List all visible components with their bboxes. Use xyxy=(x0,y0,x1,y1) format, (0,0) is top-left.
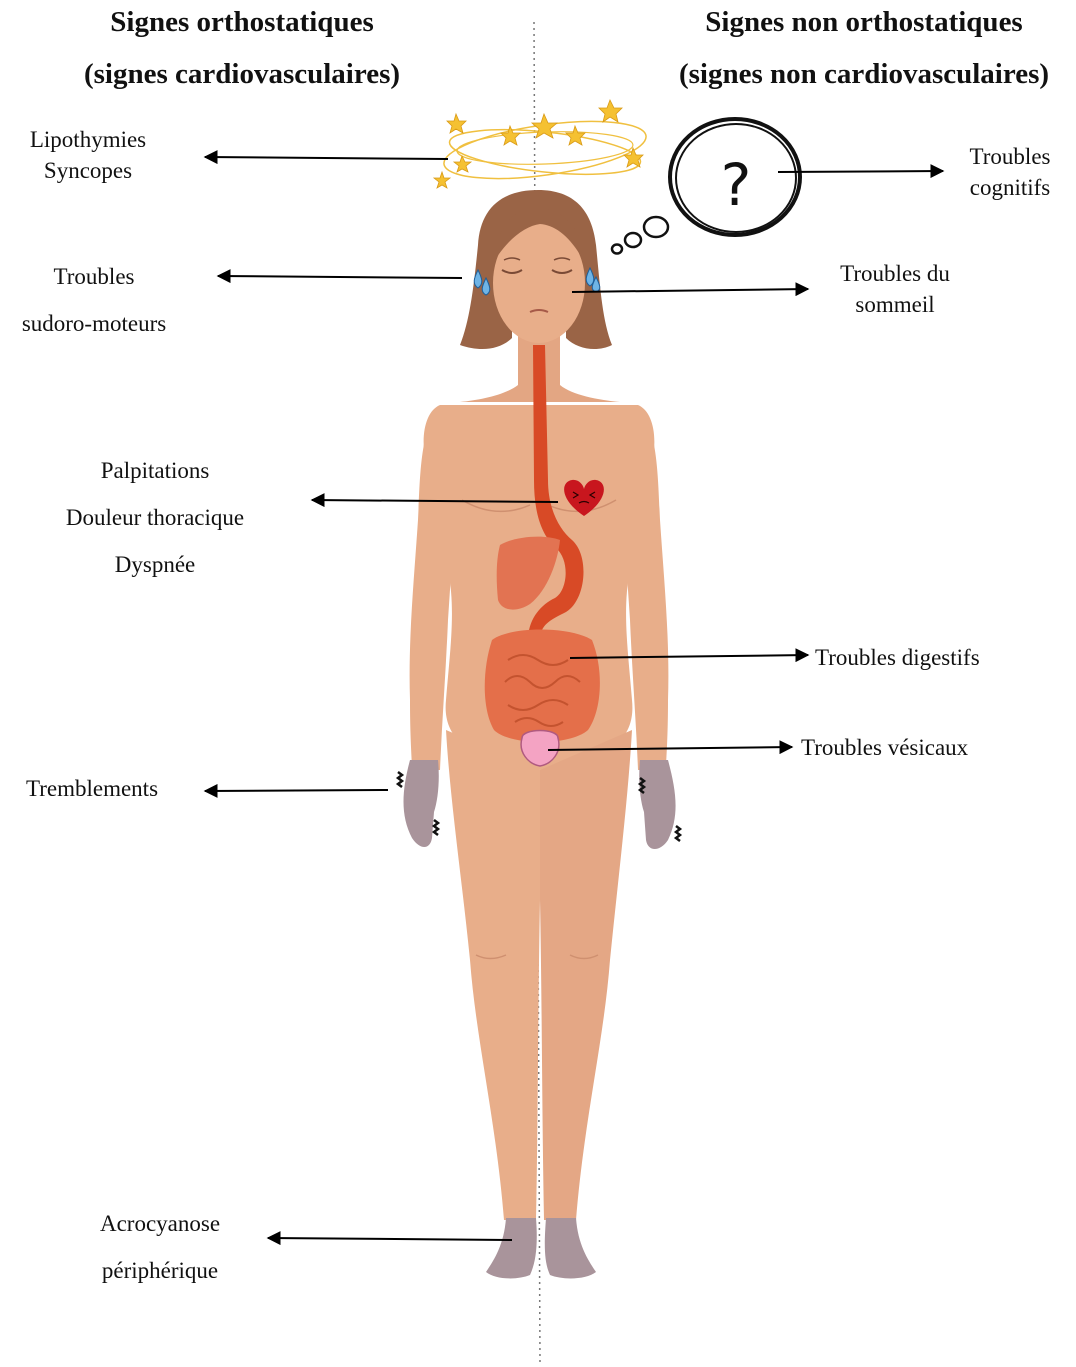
thought-dot-medium xyxy=(625,233,641,247)
label-sudoro-moteurs: sudoro-moteurs xyxy=(22,312,166,335)
tremor-mark-icon xyxy=(676,826,680,841)
label-troubles-sommeil-line2: sommeil xyxy=(855,293,934,316)
label-syncopes: Syncopes xyxy=(44,159,132,182)
left-leg xyxy=(446,730,540,1220)
tremor-mark-icon xyxy=(398,772,402,787)
right-leg xyxy=(540,730,632,1220)
label-troubles-sommeil-line1: Troubles du xyxy=(840,262,950,285)
left-hand xyxy=(404,760,439,847)
thought-dot-small xyxy=(612,245,622,254)
right-foot xyxy=(545,1218,596,1278)
left-header-subtitle: (signes cardiovasculaires) xyxy=(84,60,400,89)
right-hand xyxy=(639,760,675,849)
question-mark: ? xyxy=(721,151,752,219)
star-icon xyxy=(566,126,585,145)
label-lipothymies: Lipothymies xyxy=(30,128,146,151)
label-acrocyanose: Acrocyanose xyxy=(100,1212,220,1235)
label-troubles-cognitifs-line2: cognitifs xyxy=(970,176,1051,199)
left-header-title: Signes orthostatiques xyxy=(110,8,373,37)
label-troubles-digestifs: Troubles digestifs xyxy=(815,646,980,669)
arrow-acrocyanose xyxy=(268,1238,512,1240)
right-header-title: Signes non orthostatiques xyxy=(705,8,1022,37)
star-icon xyxy=(434,172,450,188)
label-tremblements: Tremblements xyxy=(26,777,158,800)
label-troubles: Troubles xyxy=(54,265,135,288)
star-icon xyxy=(532,114,557,138)
label-peripherique: périphérique xyxy=(102,1259,218,1282)
label-dyspnee: Dyspnée xyxy=(115,553,195,576)
star-icon xyxy=(447,114,466,133)
intestines xyxy=(485,630,600,743)
arrow-tremblements xyxy=(205,790,388,791)
left-foot xyxy=(486,1218,537,1278)
label-douleur-thoracique: Douleur thoracique xyxy=(66,506,244,529)
label-palpitations: Palpitations xyxy=(101,459,210,482)
arrow-lipothymies xyxy=(205,157,448,159)
tremor-mark-icon xyxy=(434,820,438,835)
star-icon xyxy=(599,100,622,122)
arrow-sommeil xyxy=(572,289,808,292)
arrow-cognitifs xyxy=(778,171,943,172)
label-troubles-vesicaux: Troubles vésicaux xyxy=(801,736,968,759)
thought-dot-large xyxy=(644,217,668,237)
right-header-subtitle: (signes non cardiovasculaires) xyxy=(679,60,1049,89)
label-troubles-cognitifs-line1: Troubles xyxy=(970,145,1051,168)
arrow-sudoro-moteurs xyxy=(218,276,462,278)
